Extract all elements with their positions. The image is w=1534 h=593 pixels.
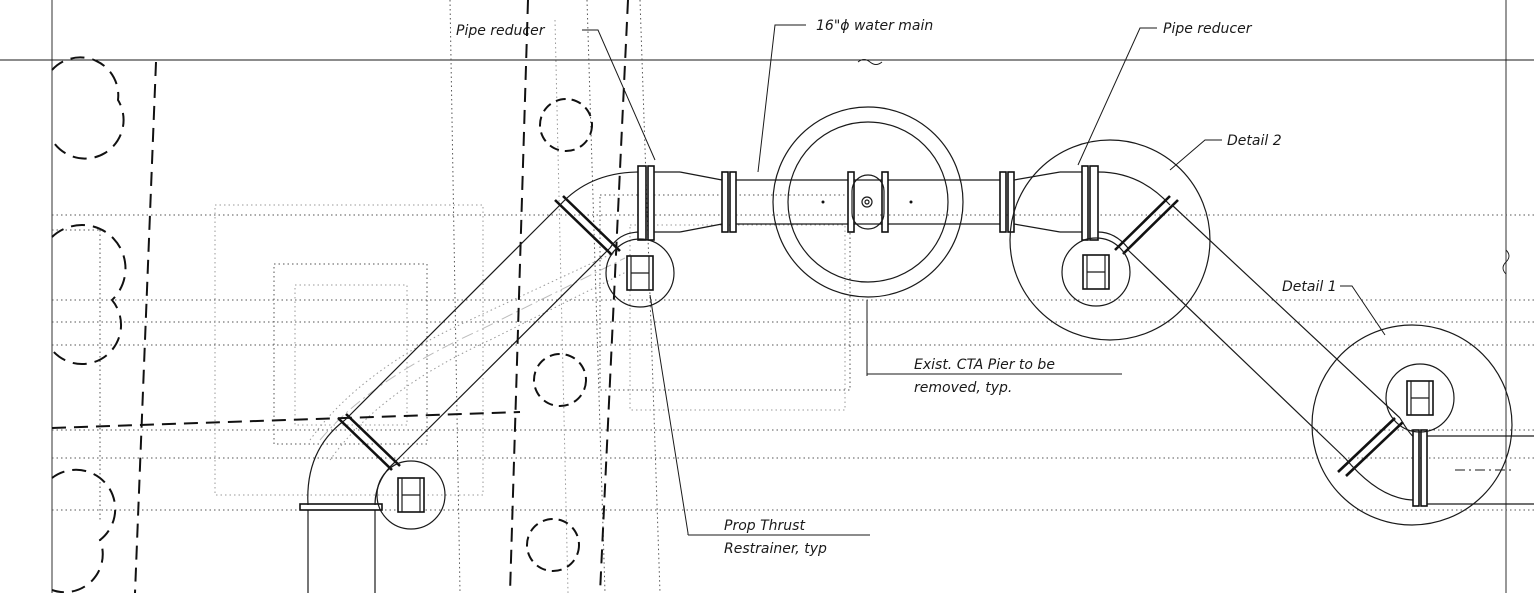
existing-piers <box>51 56 593 593</box>
detail-1-circle <box>1311 324 1513 526</box>
label-thrust-line2: Restrainer, typ <box>724 541 827 557</box>
existing-structure-outlines <box>52 0 1534 593</box>
thrust-restrainer-left-lower <box>376 460 446 530</box>
leader-lines <box>582 24 1386 536</box>
thrust-restrainer-right-lower <box>1385 363 1455 433</box>
dashed-boundary-lines <box>51 0 629 593</box>
water-main-pipe <box>299 106 1534 593</box>
annotation-labels: Pipe reducer 16"ϕ water main Pipe reduce… <box>456 18 1337 557</box>
detail-2-circle <box>1009 139 1211 341</box>
label-detail-1: Detail 1 <box>1282 279 1337 295</box>
thrust-restrainer-right-upper <box>1061 237 1131 307</box>
label-water-main: 16"ϕ water main <box>816 18 933 34</box>
detail-circles <box>1009 139 1513 526</box>
label-pipe-reducer-left: Pipe reducer <box>456 23 546 39</box>
label-pipe-reducer-right: Pipe reducer <box>1163 21 1253 37</box>
thrust-restrainer-left-upper <box>605 238 675 308</box>
label-pier-line2: removed, typ. <box>914 380 1012 396</box>
label-detail-2: Detail 2 <box>1227 133 1282 149</box>
label-pier-line1: Exist. CTA Pier to be <box>914 357 1055 373</box>
thrust-restrainers <box>376 237 1455 530</box>
label-thrust-line1: Prop Thrust <box>724 518 805 534</box>
